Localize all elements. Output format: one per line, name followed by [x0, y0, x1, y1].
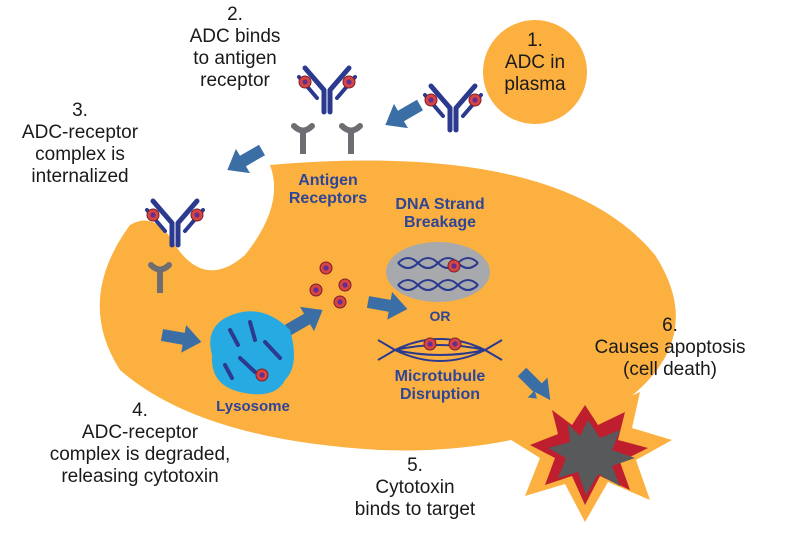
step-5-line2: binds to target [354, 499, 476, 520]
step-3-line3: internalized [31, 166, 129, 187]
step-2-number: 2. [227, 4, 243, 25]
microtubule-disruption-label: Microtubule Disruption [378, 368, 502, 404]
dna-label-line2: Breakage [403, 214, 477, 231]
payload-released [333, 295, 347, 309]
step-1-line1: ADC in [504, 52, 566, 73]
step-4-number: 4. [132, 400, 148, 421]
step-3-number: 3. [72, 100, 88, 121]
step-1-number: 1. [527, 30, 543, 51]
micro-label-line2: Disruption [400, 386, 480, 403]
payload-released [319, 261, 333, 275]
micro-label-line1: Microtubule [394, 368, 486, 385]
antigen-receptors-label: Antigen Receptors [268, 172, 388, 208]
antigen-label-line1: Antigen [298, 172, 358, 189]
step-5-label: 5. Cytotoxin binds to target [330, 455, 500, 521]
step-3-line1: ADC-receptor [21, 122, 139, 143]
antigen-receptor-right [342, 126, 360, 154]
dna-panel [386, 242, 490, 302]
plasma-circle [483, 20, 587, 124]
payload-lysosome [255, 368, 269, 382]
payload-released [338, 278, 352, 292]
step-2-line1: ADC binds [189, 26, 281, 47]
or-label: OR [429, 308, 451, 324]
step-1-label: 1. ADC in plasma [495, 30, 575, 96]
lysosome-label: Lysosome [216, 398, 290, 415]
step-1-line2: plasma [504, 74, 566, 95]
payload-microtubule [423, 337, 437, 351]
step-5-line1: Cytotoxin [375, 477, 455, 498]
step-6-label: 6. Causes apoptosis (cell death) [570, 315, 770, 381]
dna-label-line1: DNA Strand [395, 196, 485, 213]
step-3-label: 3. ADC-receptor complex is internalized [5, 100, 155, 188]
step-5-number: 5. [407, 455, 423, 476]
step-6-number: 6. [662, 315, 678, 336]
antigen-label-line2: Receptors [288, 190, 368, 207]
antigen-receptor-left [294, 126, 312, 154]
step-2-label: 2. ADC binds to antigen receptor [160, 4, 310, 92]
arrow-1-to-2 [378, 92, 427, 138]
step-4-line1: ADC-receptor [81, 422, 199, 443]
step-2-line3: receptor [200, 70, 270, 91]
apoptosis-burst-gray [548, 420, 635, 495]
payload-microtubule [448, 337, 462, 351]
payload-dna [447, 259, 461, 273]
step-3-line2: complex is [35, 144, 125, 165]
arrow-2-to-3 [220, 137, 269, 183]
step-4-label: 4. ADC-receptor complex is degraded, rel… [25, 400, 255, 488]
payload-released [309, 283, 323, 297]
step-4-line3: releasing cytotoxin [61, 466, 219, 487]
lysosome-fragments [223, 320, 282, 380]
dna-strand-breakage-label: DNA Strand Breakage [380, 196, 500, 232]
step-2-line2: to antigen [193, 48, 277, 69]
microtubule-spindle-icon [377, 338, 503, 362]
dna-helix-icon [397, 257, 479, 291]
antibody-plasma [425, 86, 481, 130]
step-6-line2: (cell death) [623, 359, 717, 380]
step-6-line1: Causes apoptosis [594, 337, 746, 358]
step-4-line2: complex is degraded, [49, 444, 231, 465]
